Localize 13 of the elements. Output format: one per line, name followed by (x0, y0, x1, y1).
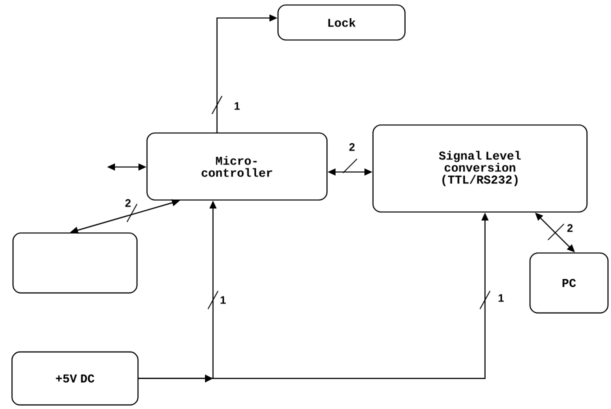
block-box: Lock (277, 4, 406, 41)
block-box: Signal Level conversion (TTL/RS232) (372, 124, 588, 213)
edge-label: 1 (498, 294, 504, 302)
edge-label: 2 (125, 199, 131, 207)
edge-label: 1 (220, 296, 226, 304)
block-box: Micro- controller (146, 132, 328, 201)
arrow (535, 212, 575, 252)
edge-label: 2 (349, 143, 355, 151)
block-box: +5V DC (11, 351, 139, 406)
empty-box (12, 232, 138, 294)
edge-label: 2 (567, 224, 573, 232)
block-box: PC (529, 252, 609, 314)
edge-label: 1 (234, 102, 240, 110)
